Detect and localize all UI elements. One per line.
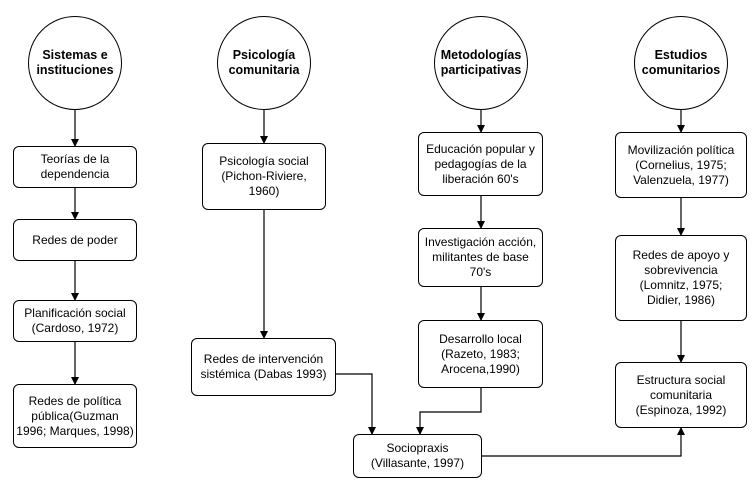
node-label: Redes de intervención sistémica (Dabas 1… <box>200 352 327 381</box>
node-educacion-popular: Educación popular y pedagogías de la lib… <box>418 132 543 196</box>
node-redes-intervencion: Redes de intervención sistémica (Dabas 1… <box>191 338 336 396</box>
node-label: Estructura social comunitaria (Espinoza,… <box>635 372 727 417</box>
node-movilizacion-politica: Movilización política (Cornelius, 1975; … <box>615 132 747 198</box>
arrow-dabas-to-sociopraxis <box>336 373 376 435</box>
node-investigacion-accion: Investigación acción, militantes de base… <box>418 228 543 287</box>
header-circle-psicologia: Psicología comunitaria <box>217 16 311 110</box>
node-label: Redes de poder <box>32 232 118 247</box>
node-label: Planificación social (Cardoso, 1972) <box>24 306 126 335</box>
header-circle-sistemas: Sistemas e instituciones <box>28 16 122 110</box>
node-label: Movilización política (Cornelius, 1975; … <box>627 142 735 187</box>
node-sociopraxis: Sociopraxis (Villasante, 1997) <box>353 434 482 478</box>
node-teorias-dependencia: Teorías de la dependencia <box>13 146 137 188</box>
node-redes-poder: Redes de poder <box>13 219 137 261</box>
arrow-desarrollo-to-sociopraxis <box>416 388 482 435</box>
node-label: Educación popular y pedagogías de la lib… <box>426 141 535 186</box>
node-label: Psicología social (Pichon-Riviere, 1960) <box>219 154 309 198</box>
node-label: Sociopraxis (Villasante, 1997) <box>370 441 465 470</box>
arrow-sociopraxis-to-estructura <box>482 427 685 457</box>
node-psicologia-social: Psicología social (Pichon-Riviere, 1960) <box>202 143 326 210</box>
header-label: Psicología comunitaria <box>228 48 300 77</box>
node-redes-apoyo: Redes de apoyo y sobrevivencia (Lomnitz,… <box>615 235 747 321</box>
header-label: Metodologías participativas <box>440 48 522 77</box>
node-desarrollo-local: Desarrollo local (Razeto, 1983; Arocena,… <box>418 320 543 388</box>
node-estructura-social: Estructura social comunitaria (Espinoza,… <box>615 362 747 428</box>
node-label: Desarrollo local (Razeto, 1983; Arocena,… <box>439 331 522 376</box>
node-label: Redes de apoyo y sobrevivencia (Lomnitz,… <box>632 248 730 307</box>
node-label: Investigación acción, militantes de base… <box>424 235 537 279</box>
header-label: Sistemas e instituciones <box>36 48 114 77</box>
header-circle-estudios: Estudios comunitarios <box>634 16 728 110</box>
node-planificacion-social: Planificación social (Cardoso, 1972) <box>13 300 137 342</box>
header-label: Estudios comunitarios <box>641 48 721 77</box>
node-label: Teorías de la dependencia <box>40 152 110 181</box>
node-label: Redes de política pública(Guzman 1996; M… <box>16 393 134 438</box>
node-redes-politica-publica: Redes de política pública(Guzman 1996; M… <box>13 384 137 448</box>
header-circle-metodologias: Metodologías participativas <box>434 16 528 110</box>
